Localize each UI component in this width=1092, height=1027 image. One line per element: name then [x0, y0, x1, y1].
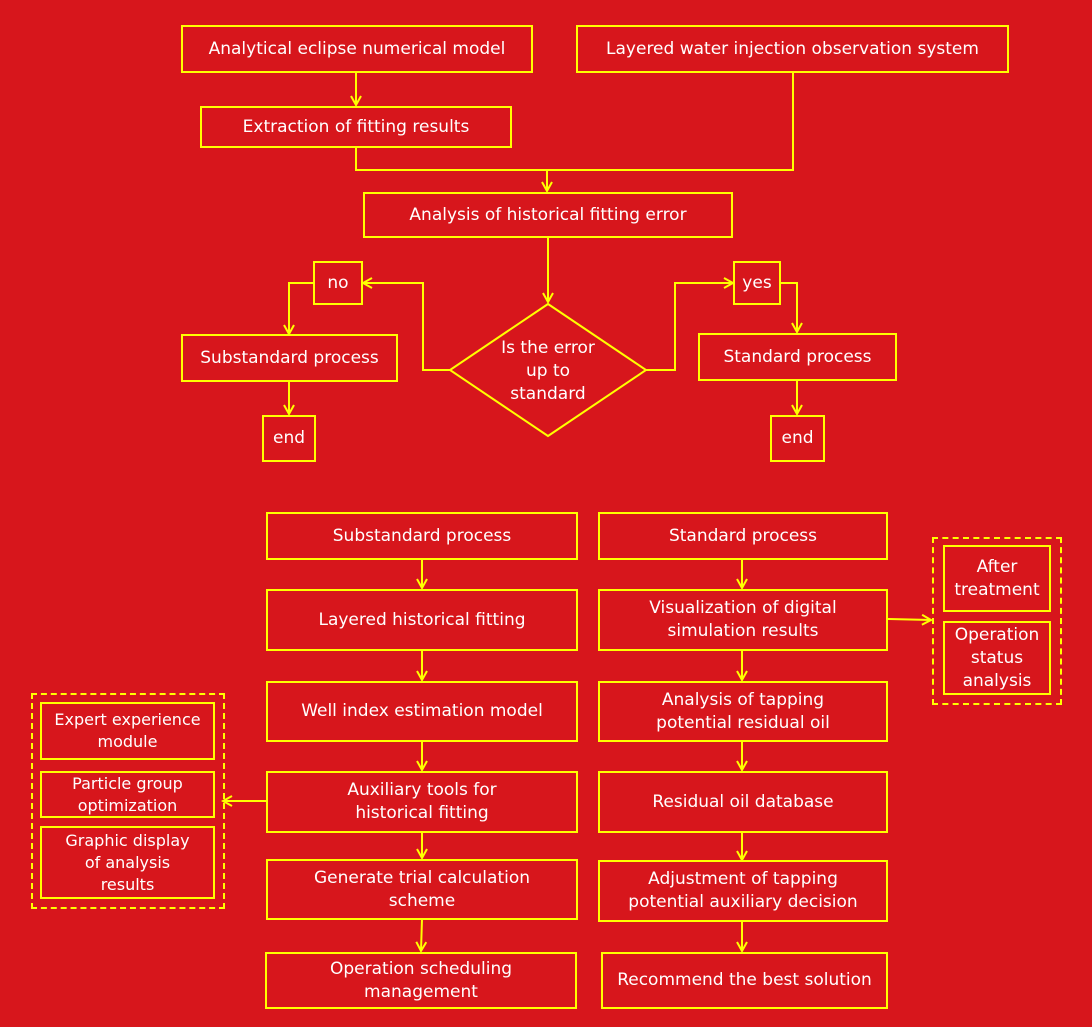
line-observation-down: [547, 72, 794, 171]
after-treatment: After treatment: [943, 545, 1051, 612]
arrow-decision-to-no: [363, 283, 450, 371]
extraction-box: Extraction of fitting results: [200, 106, 512, 148]
adjustment-decision: Adjustment of tapping potential auxiliar…: [598, 860, 888, 922]
decision-diamond: [448, 302, 648, 438]
right-standard-process: Standard process: [598, 512, 888, 560]
layered-historical-fitting: Layered historical fitting: [266, 589, 578, 651]
standard-process-box: Standard process: [698, 333, 897, 381]
arrow-l5: [421, 918, 422, 951]
decision-label: Is the error up to standard: [501, 337, 595, 404]
operation-scheduling: Operation scheduling management: [265, 952, 577, 1009]
graphic-display-results: Graphic display of analysis results: [40, 826, 215, 899]
arrow-no-to-substandard: [289, 282, 314, 334]
substandard-process-box: Substandard process: [181, 334, 398, 382]
recommend-best-solution: Recommend the best solution: [601, 952, 888, 1009]
no-label-box: no: [313, 261, 363, 305]
visualization-results: Visualization of digital simulation resu…: [598, 589, 888, 651]
well-index-estimation-model: Well index estimation model: [266, 681, 578, 742]
line-extraction-down: [355, 147, 547, 171]
analysis-residual-oil: Analysis of tapping potential residual o…: [598, 681, 888, 742]
expert-experience-module: Expert experience module: [40, 702, 215, 760]
left-tools-group: [31, 693, 225, 909]
auxiliary-tools: Auxiliary tools for historical fitting: [266, 771, 578, 833]
generate-trial-scheme: Generate trial calculation scheme: [266, 859, 578, 920]
operation-status-analysis: Operation status analysis: [943, 621, 1051, 695]
arrow-decision-to-yes: [646, 283, 733, 371]
residual-oil-database: Residual oil database: [598, 771, 888, 833]
observation-box: Layered water injection observation syst…: [576, 25, 1009, 73]
arrow-to-right-tools: [887, 619, 931, 620]
end-left-box: end: [262, 415, 316, 462]
end-right-box: end: [770, 415, 825, 462]
error-analysis-box: Analysis of historical fitting error: [363, 192, 733, 238]
right-tools-group: [932, 537, 1062, 705]
particle-group-optimization: Particle group optimization: [40, 771, 215, 818]
left-substandard-process: Substandard process: [266, 512, 578, 560]
yes-label-box: yes: [733, 261, 781, 305]
model-box: Analytical eclipse numerical model: [181, 25, 533, 73]
arrow-yes-to-standard: [780, 282, 797, 332]
